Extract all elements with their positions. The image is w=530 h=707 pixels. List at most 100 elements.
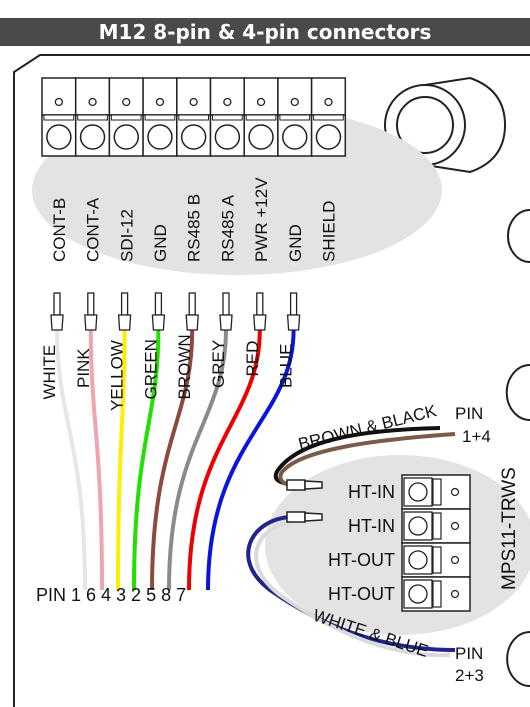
mps-clamp (432, 478, 442, 506)
terminal-8: GND (277, 77, 313, 262)
terminal-label: PWR +12V (252, 177, 271, 262)
terminal-label: CONT-A (84, 197, 103, 262)
mps-cables (246, 426, 456, 658)
wire-label: RED (243, 341, 262, 377)
wire-label: GREEN (141, 339, 160, 399)
terminal-4: GND (142, 77, 178, 262)
ferrule-sleeve (151, 314, 166, 331)
mps-screw (408, 550, 428, 570)
ferrule-sleeve (117, 314, 132, 331)
wire-entry (46, 124, 72, 150)
wire-yellow: YELLOW (108, 292, 132, 591)
mps-terminal-label: HT-OUT (328, 584, 395, 604)
terminal-label: RS485 A (218, 194, 237, 262)
ferrule-sleeve (286, 314, 301, 331)
terminal-label: CONT-B (50, 198, 69, 262)
wire-label: BLUE (277, 344, 296, 388)
mps-ferrule-1 (286, 479, 323, 491)
wire-label: BROWN (175, 334, 194, 399)
terminal-top (176, 77, 212, 116)
wire-blue: BLUE (206, 292, 301, 591)
wire-line (206, 329, 296, 591)
wire-entry (180, 124, 207, 150)
screw-hole (223, 97, 232, 107)
mps-terminal-label: HT-IN (348, 482, 395, 502)
wire-pink: PINK (74, 292, 104, 591)
screw-hole (324, 97, 333, 107)
terminal-label: SDI-12 (117, 209, 136, 262)
enclosure-notch-1 (507, 209, 530, 263)
screw-hole (122, 97, 131, 107)
terminal-lip (77, 114, 108, 121)
terminal-top (108, 77, 144, 116)
terminal-label: GND (151, 224, 170, 262)
terminal-top (243, 77, 279, 116)
wire-entry (315, 124, 342, 150)
terminal-7: PWR +12V (243, 77, 279, 262)
terminal-top (74, 77, 111, 116)
mps-terminal-4: HT-OUT (328, 576, 471, 612)
brown-black-pins: 1+4 (462, 427, 491, 446)
terminal-top (142, 77, 178, 116)
wire-line (187, 329, 262, 591)
wire-white: WHITE (40, 292, 87, 591)
brown-cable (278, 432, 456, 488)
pin-order-label: PIN 1 6 4 3 2 5 8 7 (36, 585, 186, 605)
wire-label: YELLOW (108, 340, 127, 411)
terminal-lip (144, 114, 176, 121)
terminal-block: CONT-B CONT-A SDI-12 GND RS485 B RS485 A PWR +… (41, 77, 347, 262)
wire-entry (214, 124, 241, 150)
screw-hole (54, 97, 63, 107)
wire-line (150, 329, 195, 591)
terminal-lip (110, 114, 142, 121)
title-bar: M12 8-pin & 4-pin connectors (0, 0, 530, 46)
enclosure-notch-2 (505, 364, 530, 421)
mps-screw (408, 516, 428, 536)
page-title: M12 8-pin & 4-pin connectors (98, 20, 432, 44)
enclosure-outline (13, 54, 530, 707)
terminal-label: GND (286, 224, 305, 262)
ferrule-pin (289, 292, 298, 316)
screw-hole (88, 97, 97, 107)
wire-label: PINK (74, 348, 93, 388)
wire-entry (248, 124, 274, 150)
terminal-lip (178, 114, 210, 121)
white-blue-pin-label: PIN (455, 644, 483, 663)
screw-hole (189, 97, 198, 107)
mps-terminal-3: HT-OUT (328, 542, 471, 578)
ferrule-sleeve (84, 314, 98, 331)
wire-line (116, 329, 127, 591)
mps-screw (408, 482, 428, 502)
wire-brown: BROWN (150, 292, 199, 591)
ferrule-pin (222, 292, 230, 316)
terminal-lip (43, 114, 75, 121)
terminal-3: SDI-12 (108, 77, 144, 262)
ferrule-pin (87, 292, 95, 316)
screw-hole (155, 97, 165, 107)
wire-label: WHITE (40, 345, 59, 400)
terminal-top (277, 77, 313, 116)
terminal-label: RS485 B (185, 194, 204, 262)
terminal-2: CONT-A (74, 77, 111, 262)
wire-entry (79, 124, 106, 150)
mps-clamp (432, 512, 442, 540)
mps-terminal-label: HT-OUT (328, 550, 395, 570)
screw-hole (256, 97, 266, 107)
mps-hole (450, 521, 460, 531)
mps-ferrule-2 (286, 511, 323, 523)
terminal-6: RS485 A (209, 77, 245, 262)
ferrule-sleeve (219, 314, 233, 331)
terminal-lip (212, 114, 243, 121)
ferrule-pin (120, 292, 129, 316)
mps-name-label: MPS11-TRWS (499, 467, 520, 590)
ferrule-sleeve (253, 314, 267, 331)
terminal-lip (313, 114, 344, 121)
ferrule-pin (188, 292, 196, 316)
mps-hole (450, 487, 460, 497)
mps-terminal-1: HT-IN (348, 474, 471, 510)
ferrule-sleeve (50, 314, 64, 331)
ferrule-pin (154, 292, 163, 316)
